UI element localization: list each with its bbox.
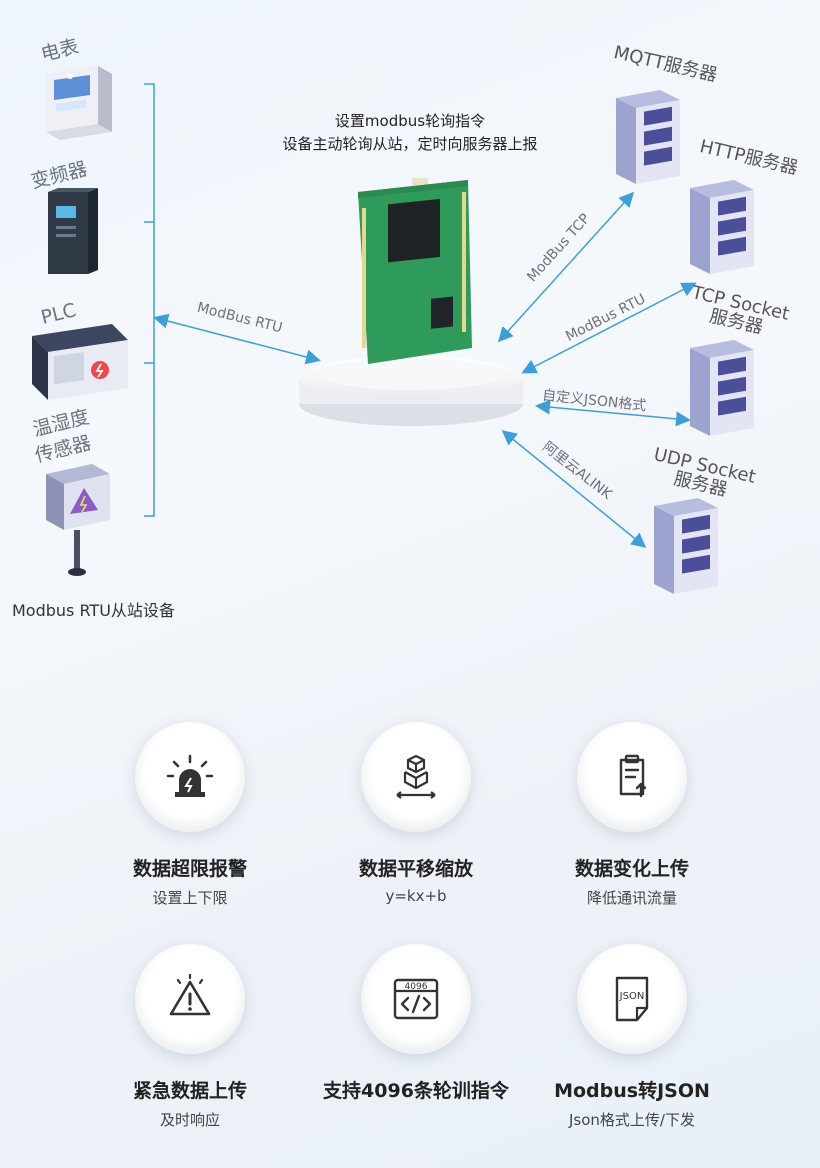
feature-title: 数据平移缩放 [358,858,473,880]
center-caption-line2: 设备主动轮询从站，定时向服务器上报 [282,135,538,153]
plc-icon [32,324,128,400]
link-right-arrows [497,191,697,548]
gateway-board-on-podium [299,178,523,426]
feature-ring: JSON [577,944,687,1054]
feature-title: 数据变化上传 [574,858,689,880]
inverter-icon [48,188,98,274]
feature-scale-offset: 数据平移缩放 y=kx+b [306,722,526,905]
server-icon-mqtt [616,90,680,184]
feature-ring [135,944,245,1054]
feature-title: 数据超限报警 [132,858,247,880]
feature-ring: 4096 [361,944,471,1054]
feature-subtitle: 及时响应 [159,1111,220,1129]
feature-ring [135,722,245,832]
feature-change-upload: 数据变化上传 降低通讯流量 [522,722,742,908]
json-file-icon: JSON [615,976,649,1022]
warning-triangle-icon [169,974,211,1016]
center-caption-line1: 设置modbus轮询指令 [334,112,486,130]
feature-modbus-to-json: JSON Modbus转JSON Json格式上传/下发 [522,944,742,1130]
feature-title: Modbus转JSON [554,1080,710,1102]
server-icon-http [690,180,754,274]
center-caption: 设置modbus轮询指令 设备主动轮询从站，定时向服务器上报 [230,110,590,156]
feature-subtitle: y=kx+b [385,887,447,905]
feature-4096-commands: 4096 支持4096条轮训指令 [306,944,526,1109]
server-icon-tcp [690,340,754,436]
feature-subtitle: 降低通讯流量 [586,889,677,907]
cube-stack-icon [396,754,436,799]
meter-icon [46,66,112,140]
feature-ring [577,722,687,832]
feature-subtitle: Json格式上传/下发 [569,1111,695,1129]
slave-device-caption: Modbus RTU从站设备 [12,601,175,620]
feature-overlimit-alarm: 数据超限报警 设置上下限 [80,722,300,908]
code-icon-text: 4096 [405,982,428,992]
feature-ring [361,722,471,832]
server-icon-udp [654,498,718,594]
json-icon-text: JSON [619,991,645,1002]
feature-title: 紧急数据上传 [132,1080,247,1102]
clipboard-upload-icon [619,754,647,798]
sensor-box-icon [46,464,110,576]
feature-emergency-upload: 紧急数据上传 及时响应 [80,944,300,1130]
alarm-light-icon [166,754,214,797]
code-4096-icon: 4096 [393,978,439,1020]
feature-title: 支持4096条轮训指令 [323,1080,509,1102]
device-bracket [144,83,155,517]
feature-subtitle: 设置上下限 [152,889,228,907]
server-label-mqtt: MQTT服务器 [611,42,720,87]
link-left-arrow [153,313,321,365]
server-label-http: HTTP服务器 [697,136,800,180]
